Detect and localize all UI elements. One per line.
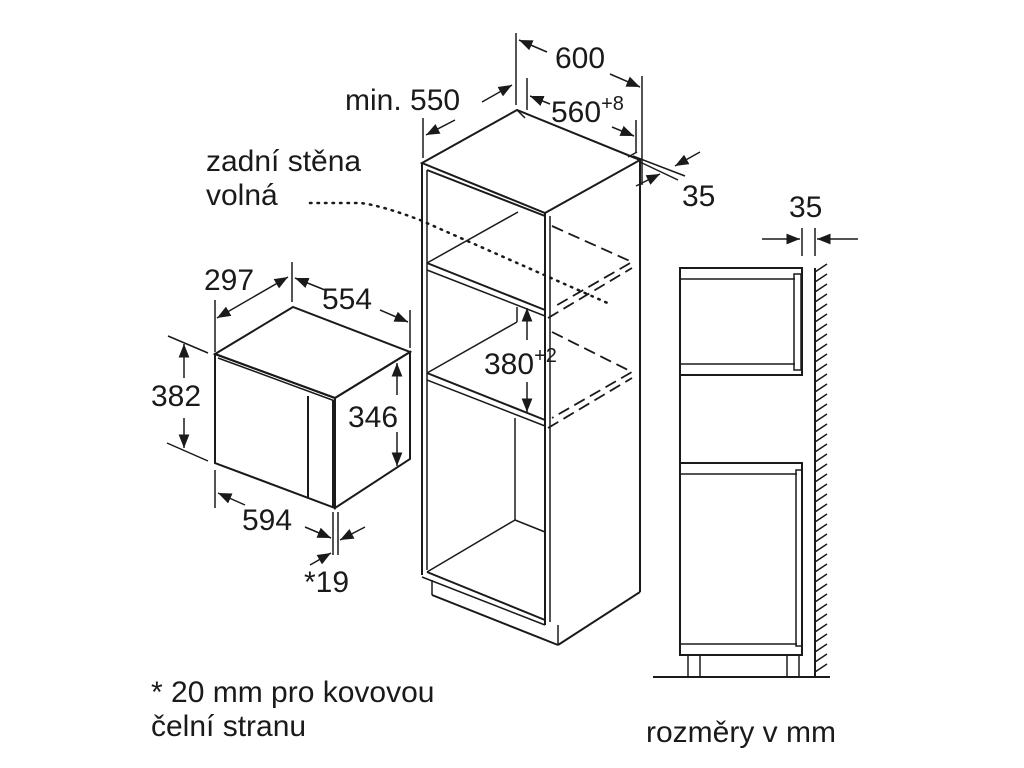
dim-niche-width-value: 560 bbox=[551, 96, 602, 129]
dim-niche-width-tolerance: +8 bbox=[601, 93, 624, 115]
dim-niche-height-tolerance: +2 bbox=[534, 345, 557, 367]
rear-wall-note: zadní stěna volná bbox=[206, 145, 361, 213]
dim-front-thickness-19: *19 bbox=[304, 566, 350, 599]
rear-wall-note-line1: zadní stěna bbox=[206, 145, 362, 178]
rear-wall-note-line2: volná bbox=[206, 179, 278, 212]
dim-appliance-body-height-346: 346 bbox=[348, 401, 399, 434]
dim-side-offset-35: 35 bbox=[682, 180, 716, 213]
appliance-drawing bbox=[166, 262, 413, 566]
dim-appliance-front-width-594: 594 bbox=[242, 504, 293, 537]
dim-cabinet-width-600: 600 bbox=[555, 42, 606, 75]
dim-appliance-front-height-382: 382 bbox=[151, 380, 202, 413]
dim-wall-gap-35: 35 bbox=[789, 191, 823, 224]
dim-appliance-body-width-554: 554 bbox=[322, 283, 373, 316]
dim-niche-height-380: 380+2 bbox=[484, 346, 557, 381]
side-view-drawing bbox=[653, 228, 858, 678]
dim-min-depth-550: min. 550 bbox=[345, 84, 461, 117]
footnote-line1: * 20 mm pro kovovou bbox=[151, 676, 435, 709]
footnote-line2: čelní stranu bbox=[151, 710, 307, 743]
units-note: rozměry v mm bbox=[646, 716, 836, 749]
dim-appliance-depth-297: 297 bbox=[204, 264, 255, 297]
footnote: * 20 mm pro kovovou čelní stranu bbox=[151, 676, 434, 744]
cabinet-drawing bbox=[308, 33, 701, 646]
dim-niche-height-value: 380 bbox=[484, 348, 535, 381]
dim-niche-width-560: 560+8 bbox=[551, 94, 624, 129]
